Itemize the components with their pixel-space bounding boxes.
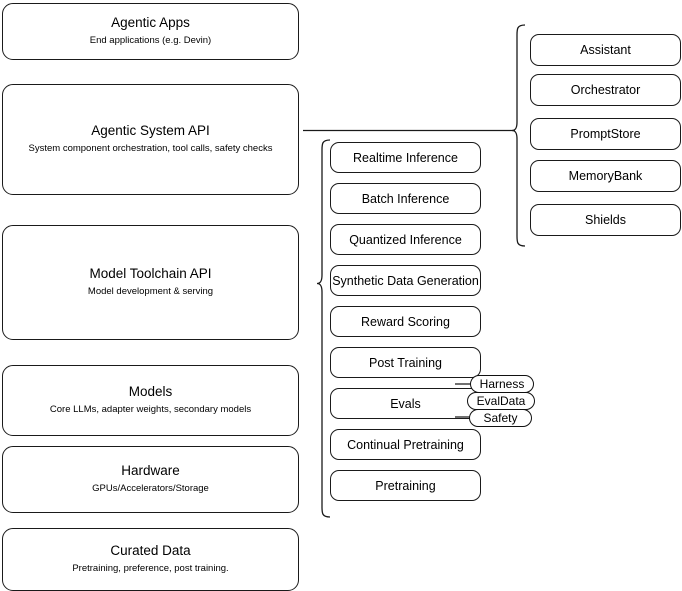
layer-subtitle: Pretraining, preference, post training. xyxy=(72,563,229,575)
layer-box-model-toolchain-api[interactable]: Model Toolchain API Model development & … xyxy=(2,225,299,340)
toolchain-item-label: Synthetic Data Generation xyxy=(332,273,479,288)
toolchain-item-continual-pretraining[interactable]: Continual Pretraining xyxy=(330,429,481,460)
agentic-item-assistant[interactable]: Assistant xyxy=(530,34,681,66)
toolchain-item-post-training[interactable]: Post Training xyxy=(330,347,481,378)
layer-subtitle: System component orchestration, tool cal… xyxy=(28,143,273,155)
evals-pill-evaldata[interactable]: EvalData xyxy=(467,392,535,410)
toolchain-item-quantized-inference[interactable]: Quantized Inference xyxy=(330,224,481,255)
toolchain-item-evals[interactable]: Evals xyxy=(330,388,481,419)
toolchain-item-label: Reward Scoring xyxy=(361,314,450,329)
agentic-item-label: Assistant xyxy=(580,43,631,57)
toolchain-item-reward-scoring[interactable]: Reward Scoring xyxy=(330,306,481,337)
toolchain-item-label: Continual Pretraining xyxy=(347,437,464,452)
layer-title: Model Toolchain API xyxy=(89,266,212,282)
toolchain-item-label: Quantized Inference xyxy=(349,232,462,247)
layer-subtitle: End applications (e.g. Devin) xyxy=(89,35,212,47)
agentic-item-label: MemoryBank xyxy=(568,169,643,183)
layer-box-agentic-system-api[interactable]: Agentic System API System component orch… xyxy=(2,84,299,195)
layer-subtitle: Model development & serving xyxy=(87,286,214,298)
evals-pill-harness[interactable]: Harness xyxy=(470,375,534,393)
toolchain-item-label: Post Training xyxy=(369,355,442,370)
toolchain-item-label: Evals xyxy=(390,396,421,411)
toolchain-item-realtime-inference[interactable]: Realtime Inference xyxy=(330,142,481,173)
agentic-item-label: Orchestrator xyxy=(570,83,641,97)
layer-title: Curated Data xyxy=(110,543,191,559)
brace-toolchain-components xyxy=(316,139,331,518)
layer-box-models[interactable]: Models Core LLMs, adapter weights, secon… xyxy=(2,365,299,436)
evals-pill-safety[interactable]: Safety xyxy=(469,409,532,427)
agentic-item-label: PromptStore xyxy=(570,127,641,141)
toolchain-item-label: Realtime Inference xyxy=(353,150,458,165)
agentic-item-shields[interactable]: Shields xyxy=(530,204,681,236)
toolchain-item-synthetic-data-generation[interactable]: Synthetic Data Generation xyxy=(330,265,481,296)
layer-subtitle: Core LLMs, adapter weights, secondary mo… xyxy=(49,404,252,416)
layer-subtitle: GPUs/Accelerators/Storage xyxy=(92,483,209,495)
agentic-item-label: Shields xyxy=(585,213,626,227)
layer-title: Agentic System API xyxy=(91,123,210,139)
evals-pill-label: Harness xyxy=(479,377,525,391)
toolchain-item-batch-inference[interactable]: Batch Inference xyxy=(330,183,481,214)
toolchain-item-label: Batch Inference xyxy=(361,191,450,206)
layer-title: Hardware xyxy=(121,463,180,479)
layer-title: Agentic Apps xyxy=(111,15,190,31)
brace-agentic-components xyxy=(511,24,526,247)
agentic-item-orchestrator[interactable]: Orchestrator xyxy=(530,74,681,106)
layer-title: Models xyxy=(128,384,173,400)
layer-box-agentic-apps[interactable]: Agentic Apps End applications (e.g. Devi… xyxy=(2,3,299,60)
evals-pill-label: Safety xyxy=(483,411,518,425)
layer-box-hardware[interactable]: Hardware GPUs/Accelerators/Storage xyxy=(2,446,299,513)
agentic-item-promptstore[interactable]: PromptStore xyxy=(530,118,681,150)
layer-box-curated-data[interactable]: Curated Data Pretraining, preference, po… xyxy=(2,528,299,591)
evals-pill-label: EvalData xyxy=(476,394,526,408)
toolchain-item-label: Pretraining xyxy=(375,478,436,493)
toolchain-item-pretraining[interactable]: Pretraining xyxy=(330,470,481,501)
agentic-item-memorybank[interactable]: MemoryBank xyxy=(530,160,681,192)
